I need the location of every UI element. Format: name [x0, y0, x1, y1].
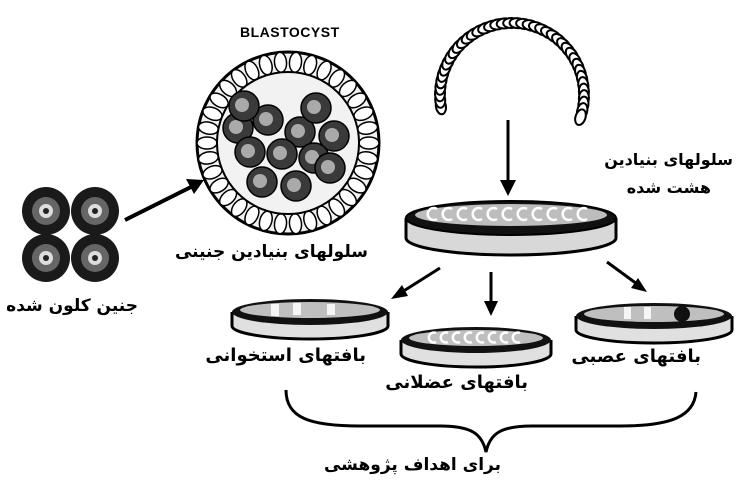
- nerve-tissue-label: بافتهای عصبی: [571, 346, 701, 367]
- arrow-embryo-to-blastocyst: [125, 179, 204, 220]
- arrow-to-nerve: [607, 262, 647, 292]
- culture-dish: [406, 201, 616, 255]
- embryo-cell: [22, 234, 70, 282]
- arrow-to-muscle: [484, 272, 498, 316]
- cell-nucleus: [229, 120, 243, 134]
- muscle-tissue-dish: [401, 327, 551, 367]
- chain-cell: [573, 108, 587, 126]
- muscle-tissue-label: بافتهای عضلانی: [385, 372, 528, 393]
- bone-tissue-dish: [232, 299, 388, 339]
- cell-nucleus: [321, 160, 335, 174]
- cell-nucleus: [307, 100, 321, 114]
- cloned-embryo-label: جنین کلون شده: [6, 296, 138, 316]
- cell-nucleus: [273, 146, 287, 160]
- cell-nucleus: [259, 112, 273, 126]
- trophoblast-cell: [197, 137, 217, 149]
- cell-nucleus: [287, 178, 301, 192]
- adult-stem-cells-label-line2: هشت شده: [627, 178, 711, 197]
- adult-stem-cells-label-line1: سلولهای بنیادین: [604, 150, 733, 169]
- cell-nucleus: [235, 98, 249, 112]
- stem-cell-chain-illustration: [435, 18, 590, 127]
- cloned-embryo-illustration: [22, 187, 119, 282]
- cell-nucleus: [241, 144, 255, 158]
- research-purposes-label: برای اهداف پژوهشی: [324, 455, 501, 475]
- cell-nucleus: [253, 174, 267, 188]
- embryo-cell: [22, 187, 70, 235]
- bone-tissue-label: بافتهای استخوانی: [205, 345, 366, 366]
- arrow-to-bone: [391, 268, 440, 299]
- nerve-tissue-dish: [576, 303, 732, 343]
- cell-nucleus: [325, 128, 339, 142]
- trophoblast-cell: [359, 137, 379, 149]
- embryonic-stem-cells-label: سلولهای بنیادین جنینی: [175, 242, 368, 262]
- blastocyst-illustration: [197, 52, 379, 234]
- embryo-cell: [71, 234, 119, 282]
- grouping-brace: [286, 390, 696, 452]
- cell-nucleus: [291, 124, 305, 138]
- blastocyst-label: BLASTOCYST: [240, 24, 340, 40]
- arrow-chain-to-dish: [500, 120, 516, 196]
- embryo-cell: [71, 187, 119, 235]
